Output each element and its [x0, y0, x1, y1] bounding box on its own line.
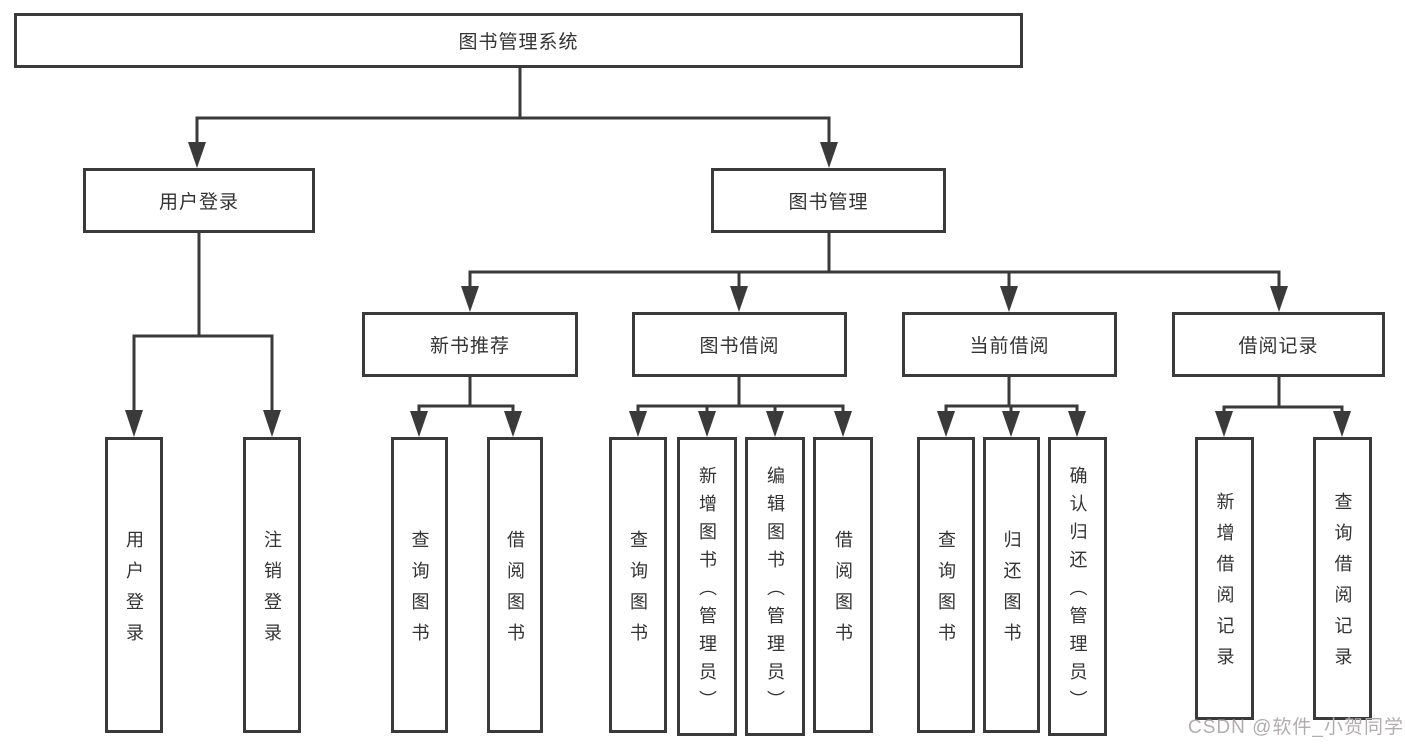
leaf-user-login: 用户登录 [105, 437, 163, 733]
arrowhead [937, 411, 955, 437]
node-label: 归还图书 [1001, 529, 1022, 654]
node-label: 新增借阅记录 [1214, 492, 1235, 678]
node-borrowing-records: 借阅记录 [1172, 312, 1385, 377]
node-label: 图书管理 [788, 192, 869, 213]
node-current-borrowing: 当前借阅 [902, 312, 1117, 377]
node-label: 用户登录 [158, 192, 239, 213]
arrowhead [125, 410, 143, 437]
connector-bookborrow-to-leaves [636, 377, 845, 418]
arrowhead [1000, 286, 1018, 312]
node-library-management-system: 图书管理系统 [14, 13, 1023, 68]
arrowhead [504, 411, 522, 437]
node-label: 借阅图书 [505, 529, 525, 654]
arrowhead [1068, 411, 1086, 437]
node-book-borrowing: 图书借阅 [632, 312, 847, 377]
leaf-logout: 注销登录 [243, 437, 301, 733]
node-label: 新书推荐 [429, 336, 510, 357]
leaf-query-books-1: 查询图书 [391, 437, 448, 733]
arrowhead [766, 411, 784, 437]
node-label: 当前借阅 [969, 336, 1050, 357]
leaf-add-borrow-record: 新增借阅记录 [1195, 437, 1254, 720]
node-label: 确认归还（管理员） [1067, 465, 1088, 718]
arrowhead [629, 411, 647, 437]
node-label: 查询图书 [628, 529, 648, 654]
leaf-confirm-return-admin: 确认归还（管理员） [1048, 437, 1107, 736]
arrowhead [834, 411, 852, 437]
leaf-borrow-books-2: 借阅图书 [813, 437, 873, 733]
node-label: 图书借阅 [699, 336, 780, 357]
watermark: CSDN @软件_小贺同学 [1188, 717, 1404, 738]
arrowhead [263, 410, 281, 437]
arrowhead [410, 411, 428, 437]
leaf-query-borrow-record: 查询借阅记录 [1313, 437, 1372, 720]
connector-bookmgmt-to-level3 [468, 233, 1281, 292]
arrowhead [188, 142, 206, 168]
node-label: 编辑图书（管理员） [765, 465, 785, 718]
node-book-management: 图书管理 [711, 168, 946, 233]
leaf-query-books-2: 查询图书 [609, 437, 667, 733]
arrowhead [1002, 411, 1020, 437]
leaf-add-books-admin: 新增图书（管理员） [677, 437, 737, 736]
node-label: 查询借阅记录 [1332, 492, 1353, 678]
leaf-edit-books-admin: 编辑图书（管理员） [745, 437, 805, 736]
node-label: 查询图书 [936, 529, 956, 654]
arrowhead [698, 411, 716, 437]
leaf-query-books-3: 查询图书 [917, 437, 975, 733]
leaf-borrow-books-1: 借阅图书 [487, 437, 543, 733]
arrowhead [1270, 286, 1288, 312]
connector-userlogin-to-leaves [132, 233, 274, 416]
node-label: 借阅记录 [1238, 336, 1319, 357]
node-label: 新增图书（管理员） [697, 465, 717, 718]
arrowhead [461, 286, 479, 312]
node-label: 图书管理系统 [458, 32, 579, 53]
connector-borrowrecords-to-leaves [1222, 377, 1344, 418]
arrowhead [1333, 411, 1351, 437]
arrowhead [730, 286, 748, 312]
connector-newbookrec-to-leaves [417, 377, 515, 418]
node-label: 查询图书 [409, 529, 430, 654]
arrowhead [820, 142, 838, 168]
arrowhead [1215, 411, 1233, 437]
node-label: 注销登录 [262, 529, 282, 654]
connector-root-to-level2 [195, 68, 831, 148]
leaf-return-books: 归还图书 [983, 437, 1040, 733]
node-user-login: 用户登录 [83, 168, 315, 233]
node-new-book-recommendation: 新书推荐 [362, 312, 578, 377]
node-label: 借阅图书 [833, 529, 853, 654]
node-label: 用户登录 [124, 529, 144, 654]
